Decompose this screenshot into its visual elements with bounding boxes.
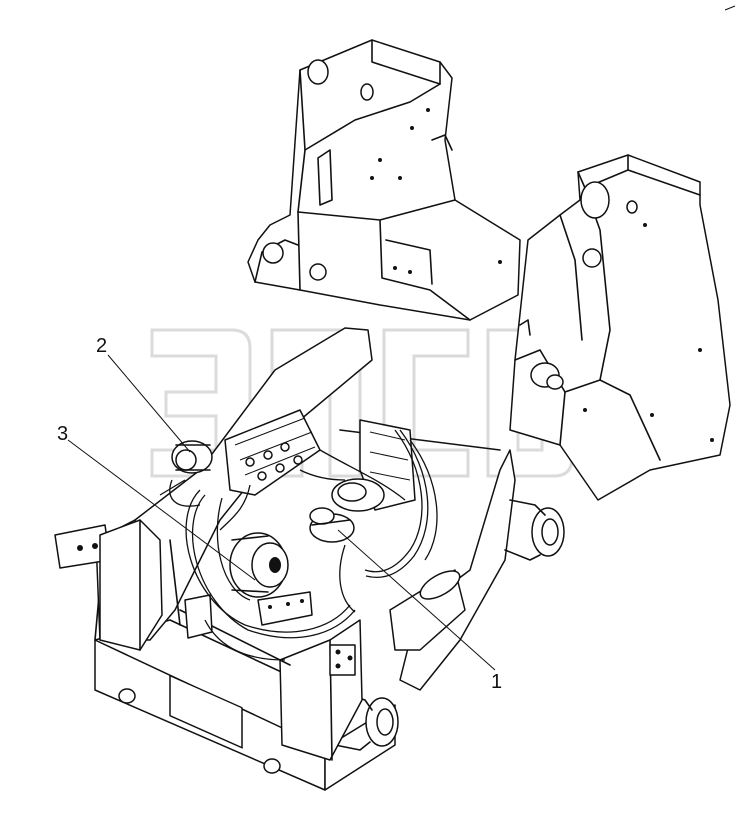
hydraulic-components [171, 409, 416, 639]
callout-2: 2 [96, 335, 107, 357]
callout-3: 3 [57, 423, 68, 445]
leader-line-3 [67, 439, 256, 581]
callout-1: 1 [491, 671, 502, 693]
leader-line-1 [337, 529, 496, 671]
leader-line-2 [107, 354, 191, 453]
corner-mark [724, 5, 736, 11]
hoses [159, 429, 438, 661]
callouts: 2 3 1 [57, 335, 502, 693]
left-tower [247, 39, 521, 321]
right-tower [509, 154, 731, 501]
